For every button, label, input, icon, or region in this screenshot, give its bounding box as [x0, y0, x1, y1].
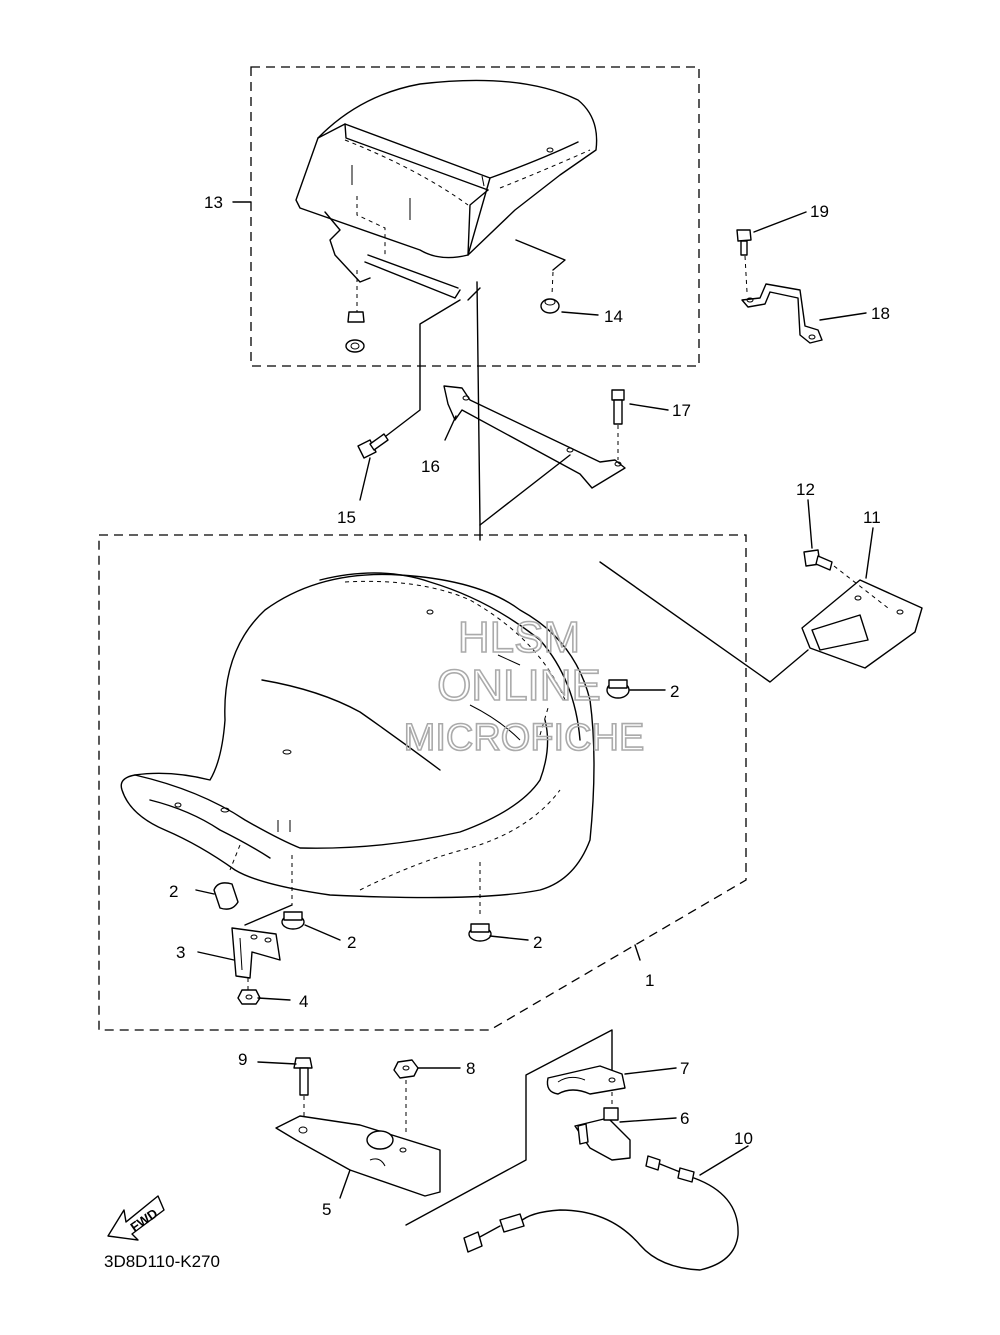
callout-18: 18 [871, 304, 890, 323]
callout-4: 4 [299, 992, 308, 1011]
plate-5[interactable] [275, 1115, 441, 1197]
callout-15: 15 [337, 508, 356, 527]
diagram-code: 3D8D110-K270 [104, 1252, 220, 1271]
rubber-damper-14[interactable] [540, 298, 560, 314]
bolt-12[interactable] [803, 549, 833, 571]
grommet-2-right[interactable] [468, 923, 492, 942]
callout-13: 13 [204, 193, 223, 212]
main-seat-group-box [98, 534, 747, 1031]
callout-16: 16 [421, 457, 440, 476]
callout-3: 3 [176, 943, 185, 962]
forward-arrow-icon: FWD [107, 1195, 165, 1241]
callout-10: 10 [734, 1129, 753, 1148]
bracket-18[interactable] [741, 283, 823, 344]
nut-8[interactable] [393, 1059, 419, 1079]
callout-7: 7 [680, 1059, 689, 1078]
bolt-15[interactable] [357, 433, 389, 459]
bolt-17[interactable] [611, 389, 625, 425]
callout-19: 19 [810, 202, 829, 221]
bracket-16[interactable] [443, 385, 626, 489]
rear-seat[interactable] [295, 79, 598, 299]
callout-2-top: 2 [670, 682, 679, 701]
callout-9: 9 [238, 1050, 247, 1069]
callout-8: 8 [466, 1059, 475, 1078]
watermark: HLSM ONLINE MICROFICHE [403, 612, 645, 760]
callout-6: 6 [680, 1109, 689, 1128]
bracket-3[interactable] [231, 927, 281, 979]
nut-4[interactable] [237, 989, 261, 1005]
seat-lock-cable-10[interactable] [463, 1155, 739, 1271]
callout-2-left: 2 [169, 882, 178, 901]
bracket-11[interactable] [801, 579, 923, 669]
callout-14: 14 [604, 307, 623, 326]
callout-2-right: 2 [533, 933, 542, 952]
callout-17: 17 [672, 401, 691, 420]
bolt-19[interactable] [736, 229, 752, 256]
grommet-2-top[interactable] [606, 679, 630, 699]
callout-5: 5 [322, 1200, 331, 1219]
grommet-2-left[interactable] [213, 882, 239, 910]
callout-1: 1 [645, 971, 654, 990]
watermark-line3: MICROFICHE [404, 717, 645, 759]
main-seat[interactable] [120, 572, 595, 899]
seat-lock-6[interactable] [574, 1107, 631, 1161]
grommet-2-center[interactable] [281, 911, 305, 930]
bolt-9[interactable] [293, 1057, 313, 1096]
rear-seat-nut-left[interactable] [345, 311, 365, 353]
watermark-line2: ONLINE [437, 661, 601, 710]
seat-lock-hook-7[interactable] [546, 1065, 626, 1095]
callout-11: 11 [863, 508, 881, 527]
callout-12: 12 [796, 480, 815, 499]
watermark-line1: HLSM [458, 613, 580, 662]
callout-2-center: 2 [347, 933, 356, 952]
